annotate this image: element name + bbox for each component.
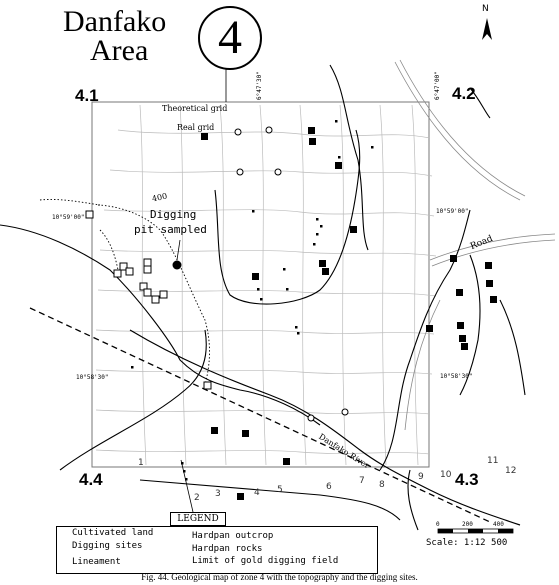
- theoretical-grid-frame: [91, 101, 430, 468]
- zone-number-badge: 4: [198, 6, 262, 70]
- lat-label-top-left: 10°59'00": [52, 214, 85, 221]
- lat-label-top-right: 10°59'00": [436, 208, 469, 215]
- north-label: N: [482, 4, 489, 14]
- grid-number-2: 2: [194, 493, 200, 503]
- limit-of-gold-field: [39, 199, 210, 386]
- lat-label-bottom-left: 10°58'30": [76, 374, 109, 381]
- grid-number-3: 3: [215, 489, 221, 499]
- legend-box: [56, 526, 378, 574]
- north-arrow-icon: [482, 18, 492, 40]
- grid-number-11: 11: [487, 456, 499, 466]
- grid-number-9: 9: [418, 472, 424, 482]
- lineament: [29, 307, 491, 523]
- scale-bar-label-200: 200: [462, 521, 473, 528]
- legend-lineament: Lineament: [72, 557, 121, 567]
- real-grid-label: Real grid: [177, 123, 215, 132]
- grid-number-10: 10: [440, 470, 452, 480]
- road: [394, 59, 556, 431]
- legend-digging-sites: Digging sites: [72, 541, 143, 551]
- scale-text: Scale: 1:12 500: [426, 538, 508, 548]
- digging-pit-label-line1: Digging: [150, 208, 197, 221]
- grid-number-6: 6: [326, 482, 332, 492]
- cultivated-land-points: [234, 126, 349, 422]
- legend-hardpan-rocks: Hardpan rocks: [192, 544, 263, 554]
- scale-bar-label-400: 400: [493, 521, 504, 528]
- title-area: Area: [90, 34, 149, 67]
- grid-number-4: 4: [254, 488, 260, 498]
- legend-limit-gold-field: Limit of gold digging field: [192, 556, 339, 566]
- legend-title: LEGEND: [170, 512, 226, 526]
- digging-site-points: [85, 210, 212, 390]
- corner-4-2: 4.2: [452, 84, 476, 103]
- grid-number-7: 7: [359, 476, 365, 486]
- grid-number-5: 5: [277, 485, 283, 495]
- theoretical-grid-label: Theoretical grid: [162, 104, 228, 113]
- scale-bar: [437, 528, 514, 534]
- corner-4-1: 4.1: [75, 86, 99, 105]
- legend-hardpan-outcrop: Hardpan outcrop: [192, 531, 274, 541]
- corner-4-4: 4.4: [79, 470, 103, 489]
- title-danfako: Danfako: [63, 5, 167, 38]
- hardpan-outcrop-points: [201, 127, 497, 500]
- corner-4-3: 4.3: [455, 470, 479, 489]
- grid-number-8: 8: [379, 480, 385, 490]
- lon-label-top-right: 6°47'00": [434, 71, 441, 100]
- lon-label-top-left: 6°47'30": [256, 71, 263, 100]
- contour-lines: [0, 64, 526, 531]
- scale-bar-label-0: 0: [436, 521, 440, 528]
- lat-label-bottom-right: 10°58'30": [440, 373, 473, 380]
- digging-pit-sampled: [172, 260, 182, 270]
- legend-cultivated-land: Cultivated land: [72, 528, 154, 538]
- grid-number-1: 1: [138, 458, 144, 468]
- real-grid: [95, 104, 437, 466]
- figure-caption: Fig. 44. Geological map of zone 4 with t…: [141, 572, 418, 582]
- grid-number-12: 12: [505, 466, 517, 476]
- digging-pit-label-line2: pit sampled: [134, 223, 207, 236]
- danfako-river: [129, 329, 521, 526]
- hardpan-rock-points: [131, 120, 374, 481]
